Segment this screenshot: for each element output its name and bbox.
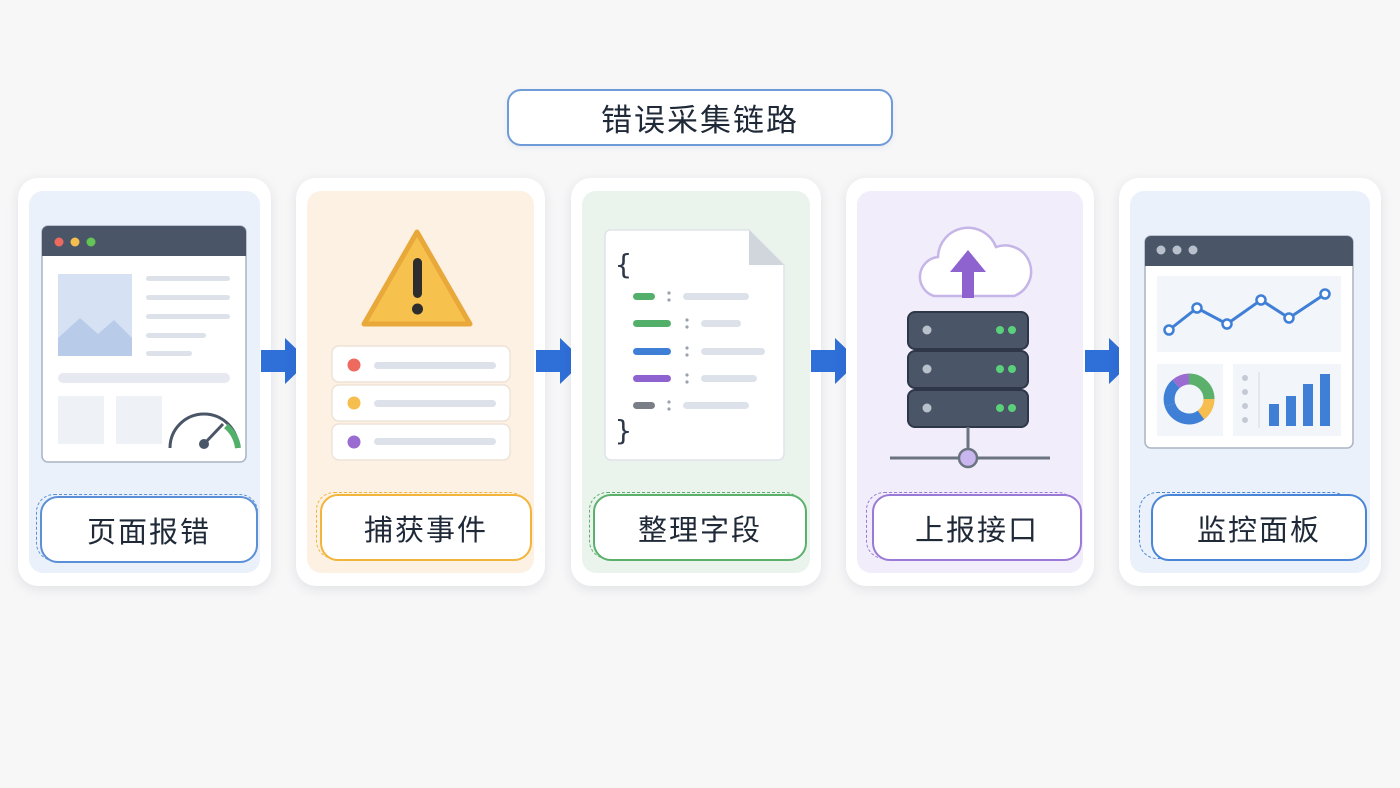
step-card-page-error: 页面报错 [18, 178, 271, 586]
svg-text:}: } [615, 414, 632, 447]
step-card-monitor-dashboard: 监控面板 [1119, 178, 1381, 586]
step-card-capture-event: 捕获事件 [296, 178, 545, 586]
browser-window-speedometer-icon [41, 225, 247, 463]
step-label-page-error: 页面报错 [40, 496, 258, 563]
step-label-organize-fields: 整理字段 [593, 494, 807, 561]
step-card-organize-fields: { } 整理字段 [571, 178, 821, 586]
dashboard-charts-icon [1144, 235, 1354, 449]
step-card-report-api: 上报接口 [846, 178, 1094, 586]
step-label-capture-event: 捕获事件 [320, 494, 532, 561]
step-label-monitor-dashboard: 监控面板 [1151, 494, 1367, 561]
warning-triangle-icon [331, 229, 511, 461]
json-document-icon: { } [604, 229, 785, 461]
diagram-title: 错误采集链路 [507, 89, 893, 146]
svg-text:{: { [615, 248, 632, 281]
cloud-upload-server-icon [890, 226, 1050, 469]
step-label-report-api: 上报接口 [872, 494, 1082, 561]
